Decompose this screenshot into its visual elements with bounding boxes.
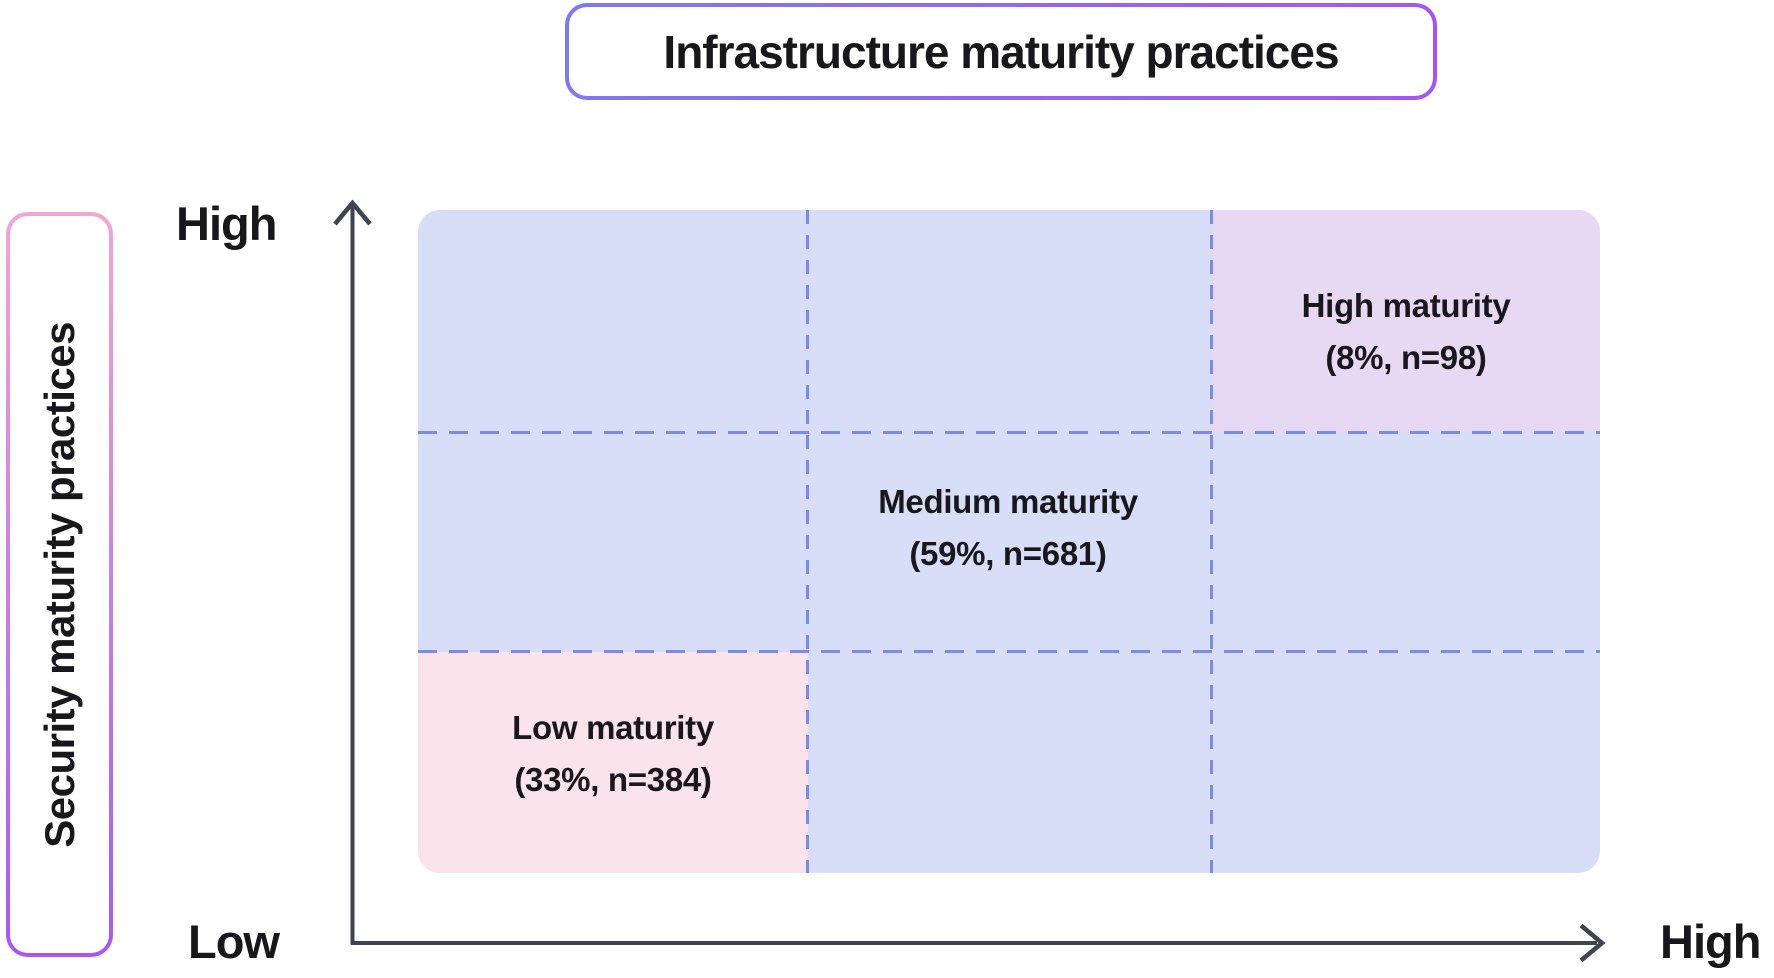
high-maturity-label: High maturity (8%, n=98) — [1212, 280, 1600, 384]
low-maturity-title: Low maturity — [512, 709, 714, 746]
x-axis-title-box: Infrastructure maturity practices — [565, 3, 1437, 100]
high-maturity-title: High maturity — [1301, 287, 1511, 324]
grid-divider-vertical-2 — [1210, 210, 1213, 873]
x-axis-high-label: High — [1660, 915, 1761, 968]
y-axis-title: Security maturity practices — [35, 321, 83, 848]
low-maturity-stat: (33%, n=384) — [514, 761, 712, 798]
cell-high-maturity — [1212, 210, 1600, 433]
x-axis-title: Infrastructure maturity practices — [663, 25, 1339, 78]
medium-maturity-title: Medium maturity — [878, 483, 1138, 520]
medium-maturity-stat: (59%, n=681) — [909, 535, 1107, 572]
y-axis-high-label: High — [176, 197, 277, 250]
y-axis-arrowhead-icon — [333, 199, 372, 226]
grid-divider-horizontal-1 — [418, 431, 1600, 434]
cell-low-maturity — [418, 652, 808, 873]
y-axis-title-box: Security maturity practices — [6, 212, 113, 957]
axis-origin-low-label: Low — [188, 915, 280, 968]
grid-divider-vertical-1 — [806, 210, 809, 873]
high-maturity-stat: (8%, n=98) — [1325, 339, 1487, 376]
grid-divider-horizontal-2 — [418, 650, 1600, 653]
matrix-grid: High maturity (8%, n=98) Medium maturity… — [418, 210, 1600, 873]
low-maturity-label: Low maturity (33%, n=384) — [418, 702, 808, 806]
x-axis-arrowhead-icon — [1579, 923, 1606, 963]
medium-maturity-label: Medium maturity (59%, n=681) — [806, 476, 1210, 580]
